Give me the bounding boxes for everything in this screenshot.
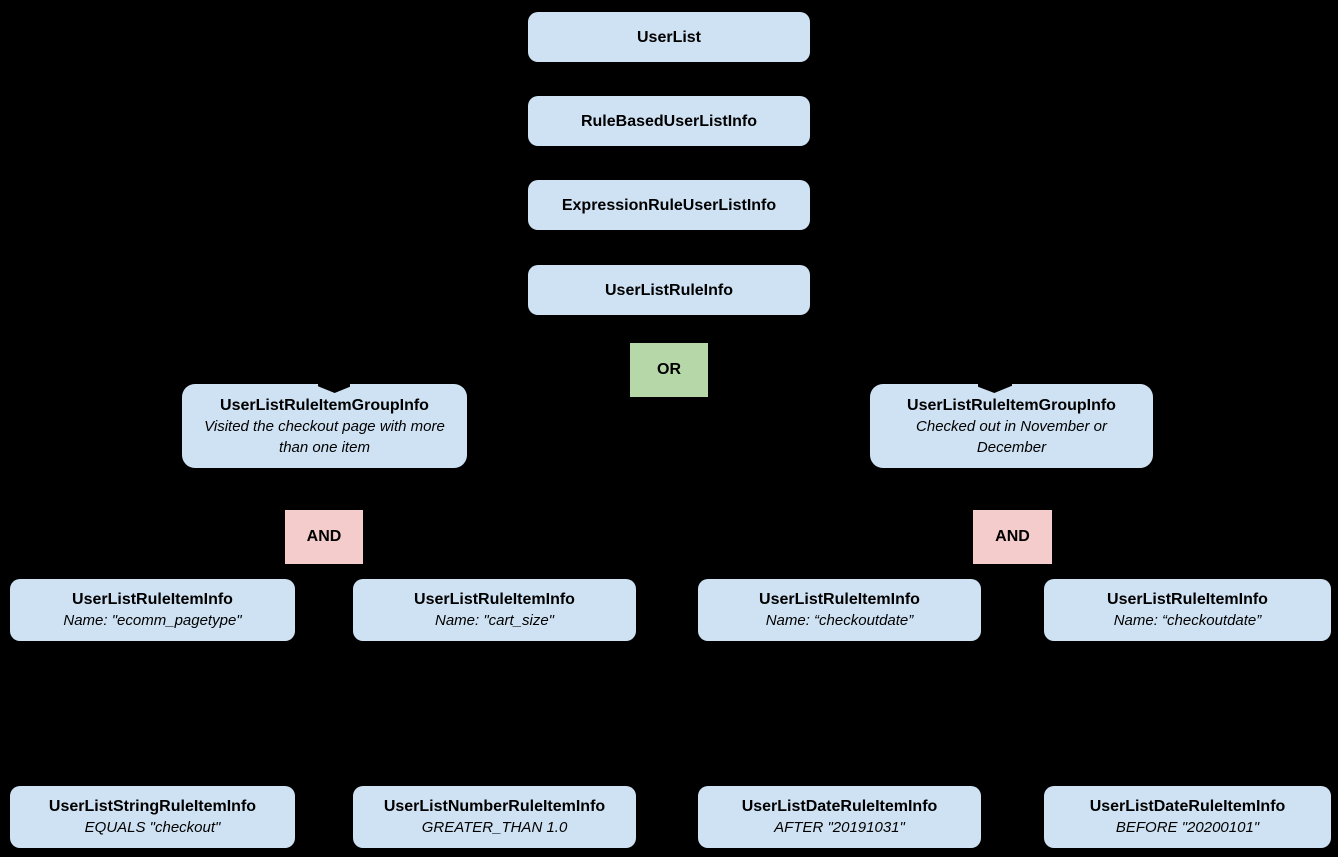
node-subtitle: Name: “checkoutdate” bbox=[765, 612, 914, 629]
node-title: UserListRuleItemInfo bbox=[72, 591, 233, 608]
node-subtitle: Name: “checkoutdate” bbox=[1113, 612, 1262, 629]
node-title: ExpressionRuleUserListInfo bbox=[561, 196, 777, 214]
and-operator-right: AND bbox=[973, 510, 1052, 564]
node-subtitle: Name: "cart_size" bbox=[434, 612, 555, 629]
node-title: UserListRuleItemInfo bbox=[1107, 591, 1268, 608]
node-userlist: UserList bbox=[528, 12, 810, 62]
arrowhead-notch-icon bbox=[318, 384, 350, 393]
node-title: UserList bbox=[636, 28, 702, 46]
node-title: UserListStringRuleItemInfo bbox=[48, 798, 257, 815]
node-title: RuleBasedUserListInfo bbox=[580, 112, 758, 130]
rule-item-node-4: UserListRuleItemInfo Name: “checkoutdate… bbox=[1044, 579, 1331, 641]
rule-item-node-3: UserListRuleItemInfo Name: “checkoutdate… bbox=[698, 579, 981, 641]
node-expressionruleuserlistinfo: ExpressionRuleUserListInfo bbox=[528, 180, 810, 230]
rule-item-node-2: UserListRuleItemInfo Name: "cart_size" bbox=[353, 579, 636, 641]
and-label: AND bbox=[995, 528, 1030, 545]
node-subtitle: BEFORE "20200101" bbox=[1115, 819, 1260, 836]
node-subtitle: GREATER_THAN 1.0 bbox=[421, 819, 568, 836]
or-label: OR bbox=[657, 361, 681, 378]
rule-item-node-1: UserListRuleItemInfo Name: "ecomm_pagety… bbox=[10, 579, 295, 641]
node-subtitle: Checked out in November or December bbox=[916, 417, 1107, 456]
node-title: UserListNumberRuleItemInfo bbox=[383, 798, 606, 815]
operand-node-2: UserListNumberRuleItemInfo GREATER_THAN … bbox=[353, 786, 636, 848]
or-operator: OR bbox=[630, 343, 708, 397]
arrowhead-notch-icon bbox=[978, 384, 1012, 393]
node-title: UserListDateRuleItemInfo bbox=[741, 798, 938, 815]
node-subtitle: AFTER "20191031" bbox=[774, 819, 905, 836]
operand-node-1: UserListStringRuleItemInfo EQUALS "check… bbox=[10, 786, 295, 848]
node-title: UserListRuleItemGroupInfo bbox=[907, 396, 1116, 414]
and-operator-left: AND bbox=[285, 510, 363, 564]
operand-node-3: UserListDateRuleItemInfo AFTER "20191031… bbox=[698, 786, 981, 848]
node-subtitle: EQUALS "checkout" bbox=[84, 819, 221, 836]
node-subtitle: Visited the checkout page with more than… bbox=[204, 417, 445, 456]
node-title: UserListDateRuleItemInfo bbox=[1089, 798, 1286, 815]
and-label: AND bbox=[306, 528, 342, 545]
node-userlistruleinfo: UserListRuleInfo bbox=[528, 265, 810, 315]
node-title: UserListRuleItemInfo bbox=[759, 591, 920, 608]
node-subtitle: Name: "ecomm_pagetype" bbox=[63, 612, 242, 629]
node-title: UserListRuleItemInfo bbox=[414, 591, 575, 608]
node-title: UserListRuleItemGroupInfo bbox=[220, 396, 429, 414]
node-title: UserListRuleInfo bbox=[604, 281, 733, 299]
group-node-left: UserListRuleItemGroupInfo Visited the ch… bbox=[182, 384, 467, 468]
operand-node-4: UserListDateRuleItemInfo BEFORE "2020010… bbox=[1044, 786, 1331, 848]
node-rulebaseduserlistinfo: RuleBasedUserListInfo bbox=[528, 96, 810, 146]
group-node-right: UserListRuleItemGroupInfo Checked out in… bbox=[870, 384, 1153, 468]
